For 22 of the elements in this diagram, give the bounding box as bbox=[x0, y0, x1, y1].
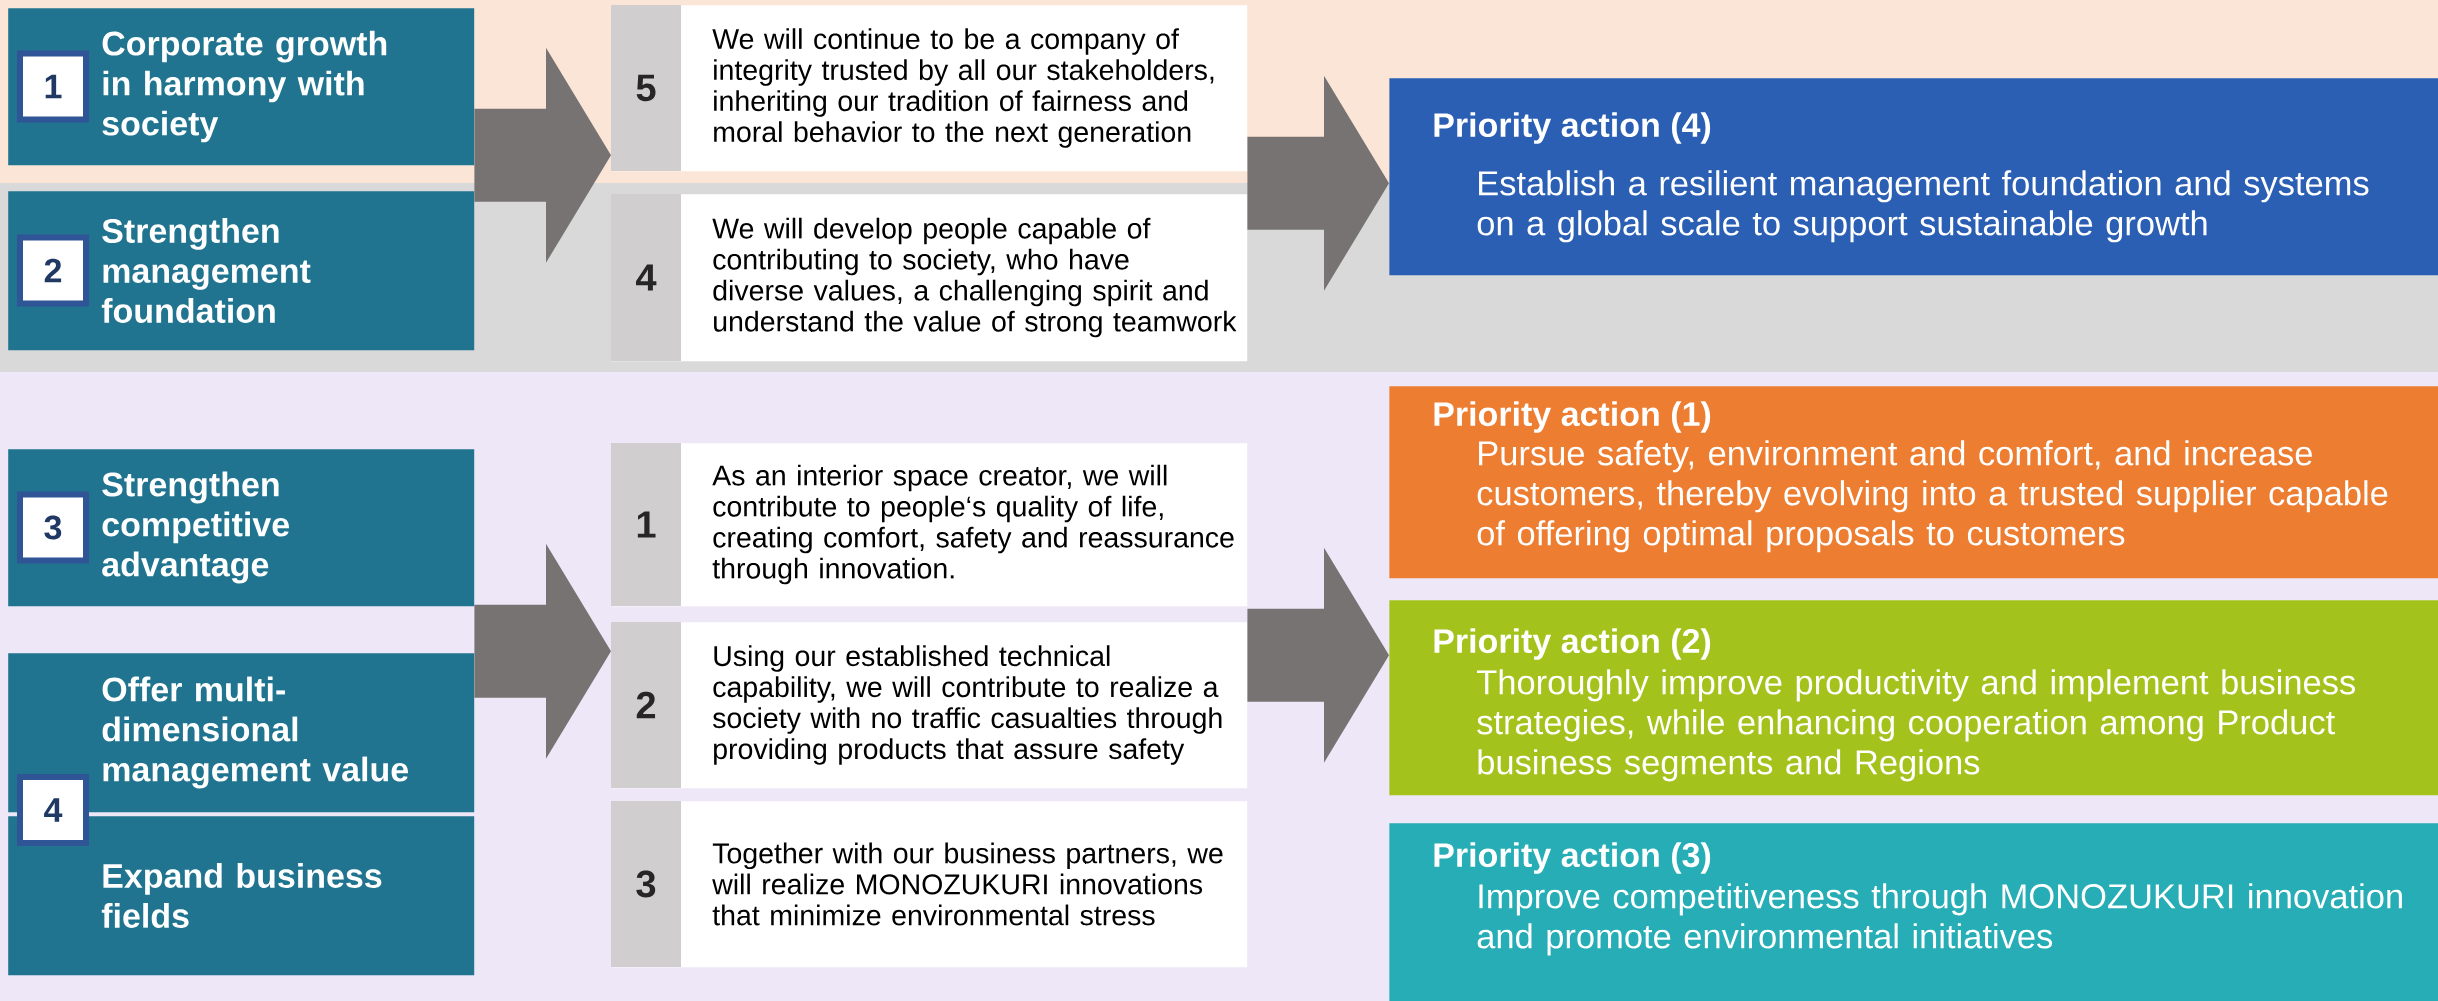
mission-box: 5 We will continue to be a company of integrity trusted by all our stakeholders, inheriting our tradition of fairness and moral behavior to the next generation bbox=[611, 5, 1248, 172]
block-arrow bbox=[1247, 75, 1389, 291]
number-badge: 2 bbox=[17, 234, 89, 307]
mission-box: 3 Together with our business partners, we will realize MONOZUKURI innovations that minimize environmental stress bbox=[611, 801, 1248, 968]
priority-box: Priority action (3) Improve competitiveness through MONOZUKURI innovation and promote environmental initiatives bbox=[1389, 823, 2438, 1001]
number-badge: 4 bbox=[17, 774, 89, 846]
goal-text: Strengthen competitive advantage bbox=[102, 471, 289, 584]
goal-text: Expand business fields bbox=[101, 863, 382, 928]
priority-box: Priority action (2) Thoroughly improve productivity and implement business strategies, while enhancing cooperation among Product business segments and Regions bbox=[1389, 600, 2438, 796]
goal-text: Strengthen management foundation bbox=[101, 218, 311, 323]
mission-box: 1 As an interior space creator, we will contribute to people‘s quality of life, creating comfort, safety and reassurance through innovation. bbox=[611, 443, 1248, 607]
mission-box: 2 Using our established technical capability, we will contribute to realize a society with no traffic casualties through providing products that assure safety bbox=[611, 622, 1248, 789]
priority-box: Priority action (4) Establish a resilient management foundation and systems on a global scale to support sustainable growth bbox=[1389, 78, 2438, 276]
block-arrow bbox=[474, 543, 611, 759]
block-arrow bbox=[474, 47, 611, 263]
block-arrow bbox=[1247, 547, 1389, 763]
goal-text: Corporate growth in harmony with society bbox=[102, 30, 387, 143]
number-badge: 3 bbox=[17, 491, 89, 564]
number-badge: 1 bbox=[17, 50, 89, 123]
mission-box: 4 We will develop people capable of contributing to society, who have diverse values, a challenging spirit and understand the value of strong teamwork bbox=[611, 194, 1248, 362]
goal-text: Offer multi-dimensional management value bbox=[102, 676, 408, 789]
priority-box: Priority action (1) Pursue safety, environment and comfort, and increase customers, thereby evolving into a trusted supplier capable of offering optimal proposals to customers bbox=[1389, 386, 2438, 579]
